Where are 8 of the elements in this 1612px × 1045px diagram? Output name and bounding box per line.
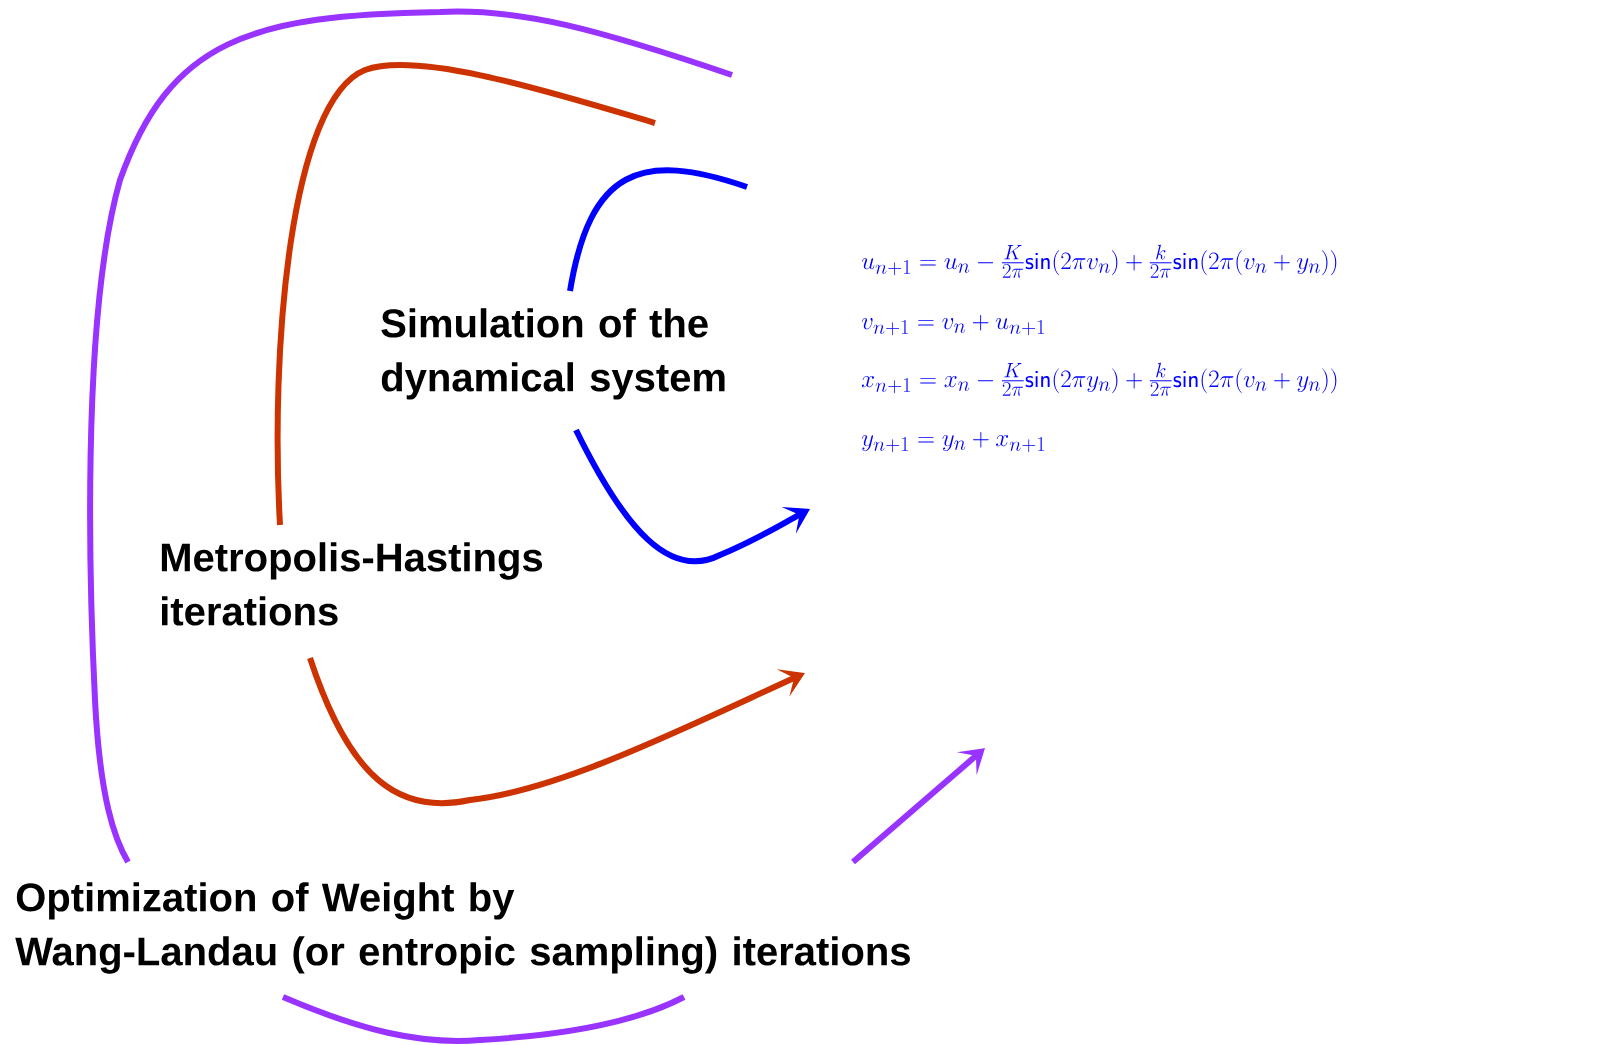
text-label: Optimization of Weight by Wang-Landau (or entropic sampling) iterations <box>15 882 910 974</box>
equation: $v_{n+1} = v_n + u_{n+1}$ <box>861 315 1044 336</box>
curved-arrow <box>851 748 985 865</box>
equation: $y_{n+1} = y_n + x_{n+1}$ <box>861 432 1045 453</box>
equation: $u_{n+1} = u_n - \frac{K}{2\pi}\mathsf{sin}(2\pi v_n) + \frac{k}{2\pi}\mathsf{sin}(2\pi(v_n + y_n))$ <box>861 244 1337 278</box>
text-label: Metropolis-Hastings iterations <box>161 542 543 626</box>
equation: $x_{n+1} = x_n - \frac{K}{2\pi}\mathsf{sin}(2\pi y_n) + \frac{k}{2\pi}\mathsf{sin}(2\pi(v_n + y_n))$ <box>861 362 1337 396</box>
text-label: Simulation of the dynamical system <box>381 308 725 400</box>
